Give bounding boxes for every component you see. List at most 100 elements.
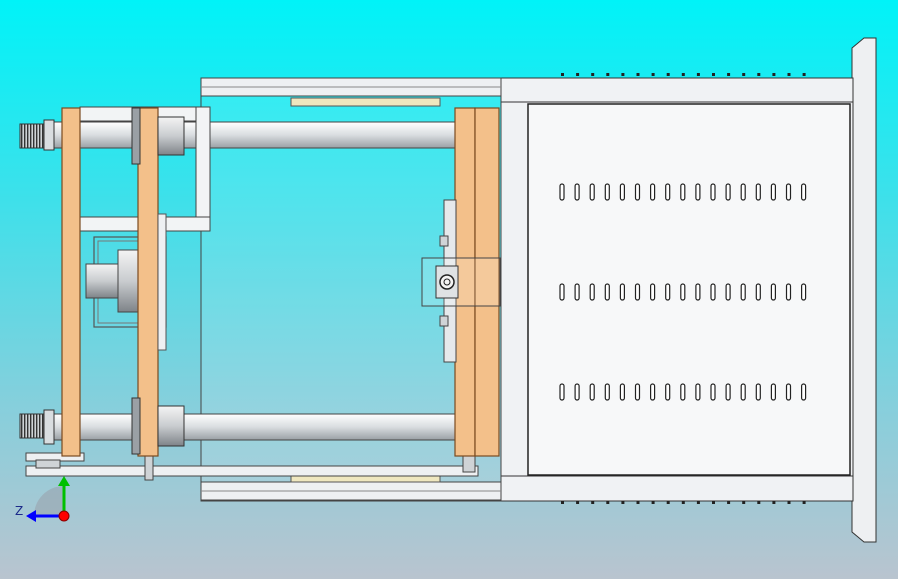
vent-slot bbox=[619, 383, 626, 401]
edge-hole bbox=[787, 73, 791, 76]
vent-slot bbox=[740, 183, 746, 201]
vent-slot bbox=[710, 383, 716, 401]
mold-plates[interactable] bbox=[61, 107, 500, 457]
bushings[interactable] bbox=[131, 107, 185, 455]
upper-nut bbox=[43, 119, 55, 151]
edge-hole bbox=[696, 501, 700, 504]
vent-slot bbox=[695, 383, 701, 401]
lower-thread-end bbox=[19, 413, 47, 439]
lower-bushing bbox=[157, 405, 185, 447]
vent-slot bbox=[680, 383, 686, 401]
vent-slot bbox=[710, 183, 716, 201]
vent-slot bbox=[800, 183, 807, 201]
vent-slot bbox=[665, 183, 671, 201]
vent-slot bbox=[589, 283, 595, 301]
edge-hole bbox=[621, 73, 625, 76]
vent-slot bbox=[604, 383, 610, 401]
vent-slot bbox=[649, 183, 656, 201]
edge-hole bbox=[712, 73, 715, 76]
vent-slot bbox=[770, 283, 777, 301]
top-plate-slot bbox=[290, 97, 441, 107]
z-axis-label: Z bbox=[15, 504, 23, 518]
vent-slot bbox=[574, 283, 580, 301]
x-axis-origin bbox=[58, 510, 70, 522]
vent-slot bbox=[785, 183, 792, 201]
edge-hole bbox=[591, 73, 595, 76]
vent-slot bbox=[559, 283, 565, 301]
edge-hole bbox=[591, 501, 595, 504]
upper-guide-rod bbox=[51, 121, 461, 149]
vent-slot bbox=[770, 183, 777, 201]
edge-hole bbox=[757, 73, 761, 76]
edge-hole bbox=[666, 501, 670, 504]
vent-slot bbox=[725, 183, 731, 201]
enclosure[interactable] bbox=[500, 37, 877, 543]
edge-hole bbox=[696, 73, 700, 76]
nozzle-clamp[interactable] bbox=[421, 199, 501, 363]
guide-rods[interactable] bbox=[19, 119, 461, 445]
edge-hole bbox=[772, 501, 776, 504]
vent-slot bbox=[710, 283, 716, 301]
fixed-plate-right-b bbox=[474, 107, 500, 457]
edge-hole bbox=[681, 73, 685, 76]
vent-slot bbox=[800, 383, 807, 401]
vent-slot bbox=[589, 383, 595, 401]
vent-slot bbox=[559, 383, 565, 401]
fixed-plate-left bbox=[61, 107, 81, 457]
edge-hole bbox=[742, 501, 746, 504]
vent-slot bbox=[634, 383, 641, 401]
vent-slot bbox=[740, 283, 746, 301]
lower-nut bbox=[43, 409, 55, 445]
edge-hole bbox=[606, 501, 610, 504]
edge-hole bbox=[636, 501, 640, 504]
vent-slot bbox=[695, 283, 701, 301]
vent-slot bbox=[619, 283, 626, 301]
edge-hole bbox=[636, 73, 640, 76]
vent-slot bbox=[695, 183, 701, 201]
vent-slot bbox=[634, 283, 641, 301]
upper-thread-end bbox=[19, 123, 47, 149]
vent-slot bbox=[619, 183, 626, 201]
lower-guide-rod bbox=[51, 413, 461, 441]
end-flange bbox=[851, 37, 877, 543]
nozzle-hole bbox=[439, 274, 455, 290]
bottom-plate-slot bbox=[290, 475, 441, 483]
vent-slot bbox=[574, 183, 580, 201]
vent-slot bbox=[785, 283, 792, 301]
vent-slot bbox=[740, 383, 746, 401]
vent-slot bbox=[680, 183, 686, 201]
edge-hole bbox=[802, 501, 806, 504]
upper-bushing bbox=[157, 116, 185, 156]
base-plate[interactable] bbox=[25, 452, 479, 481]
edge-hole bbox=[651, 501, 655, 504]
edge-hole bbox=[561, 501, 564, 504]
vent-slot bbox=[785, 383, 792, 401]
vent-slot bbox=[589, 183, 595, 201]
axis-triad[interactable]: Z bbox=[15, 476, 70, 522]
edge-hole bbox=[681, 501, 685, 504]
vent-slot bbox=[559, 183, 565, 201]
vent-slot bbox=[725, 283, 731, 301]
vent-slots bbox=[559, 183, 807, 401]
vent-slot bbox=[800, 283, 807, 301]
edge-hole bbox=[621, 501, 625, 504]
edge-hole bbox=[772, 73, 776, 76]
edge-hole bbox=[787, 501, 791, 504]
vent-slot bbox=[604, 183, 610, 201]
vent-slot bbox=[574, 383, 580, 401]
edge-hole bbox=[651, 73, 655, 76]
edge-hole bbox=[576, 73, 580, 76]
vent-slot bbox=[680, 283, 686, 301]
edge-hole bbox=[712, 501, 715, 504]
edge-hole bbox=[576, 501, 580, 504]
vent-slot bbox=[755, 283, 761, 301]
nozzle-window bbox=[421, 257, 501, 307]
edge-hole bbox=[757, 501, 761, 504]
edge-hole bbox=[666, 73, 670, 76]
edge-hole bbox=[561, 73, 564, 76]
vent-slot bbox=[665, 283, 671, 301]
edge-hole bbox=[727, 501, 731, 504]
housing-inner-panel bbox=[527, 103, 851, 476]
